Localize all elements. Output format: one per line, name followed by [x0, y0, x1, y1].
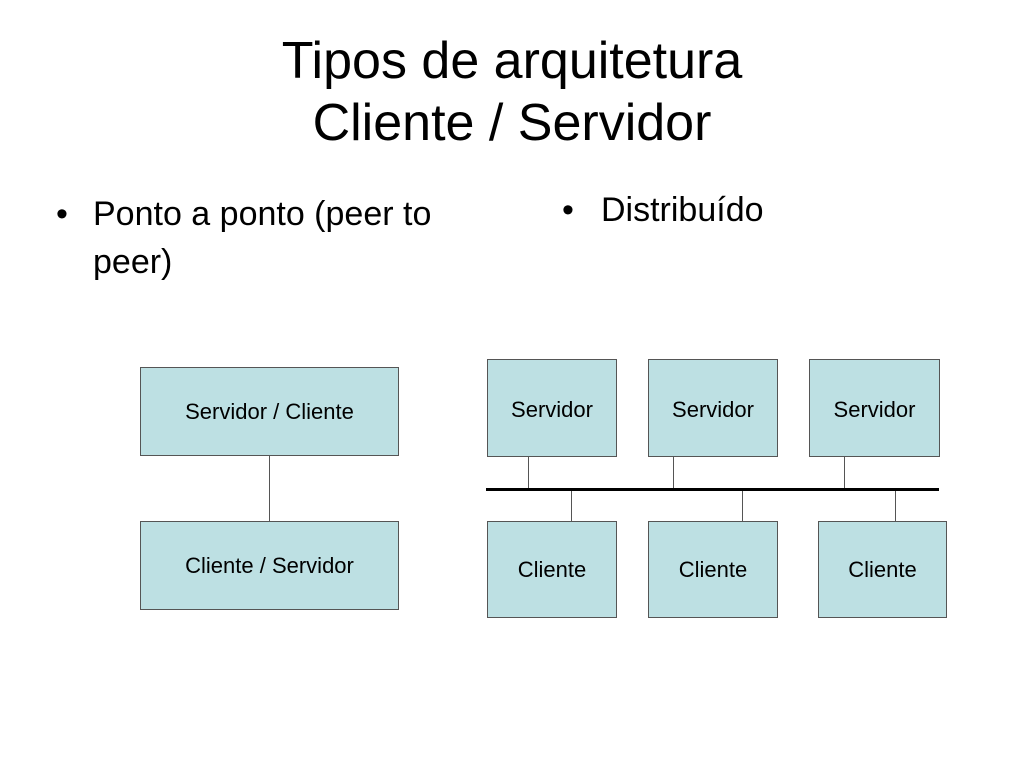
server-1-connector [528, 457, 529, 489]
peer-bottom-box: Cliente / Servidor [140, 521, 399, 610]
slide-title: Tipos de arquitetura Cliente / Servidor [0, 30, 1024, 154]
peer-connector-line [269, 456, 270, 521]
distributed-client-box-2: Cliente [648, 521, 778, 618]
bullet-peer-to-peer-text: Ponto a ponto (peer to peer) [93, 195, 432, 281]
client-2-connector [742, 491, 743, 521]
distributed-server-box-1: Servidor [487, 359, 617, 457]
bullet-peer-to-peer: • Ponto a ponto (peer to peer) [56, 190, 466, 286]
server-3-connector [844, 457, 845, 489]
distributed-client-box-1: Cliente [487, 521, 617, 618]
bullet-marker: • [562, 191, 574, 229]
bullet-distributed-text: Distribuído [601, 191, 764, 229]
slide-title-line-2: Cliente / Servidor [312, 94, 712, 152]
distributed-client-box-3: Cliente [818, 521, 947, 618]
distributed-server-box-2: Servidor [648, 359, 778, 457]
client-1-connector [571, 491, 572, 521]
distributed-server-box-3: Servidor [809, 359, 940, 457]
bullet-marker: • [56, 195, 68, 233]
peer-top-box: Servidor / Cliente [140, 367, 399, 456]
network-bus-line [486, 488, 939, 491]
server-2-connector [673, 457, 674, 489]
client-3-connector [895, 491, 896, 521]
bullet-distributed: • Distribuído [562, 186, 962, 234]
slide-title-line-1: Tipos de arquitetura [281, 32, 743, 90]
